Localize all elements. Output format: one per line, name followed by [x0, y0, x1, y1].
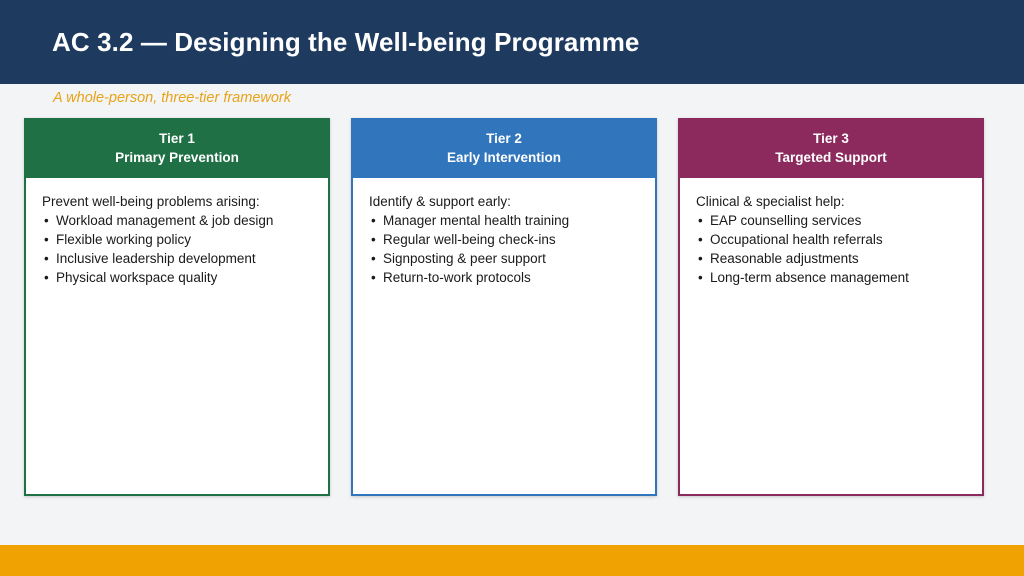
- tier-card-row: Tier 1 Primary Prevention Prevent well-b…: [24, 118, 984, 496]
- tier-card-2-lead: Identify & support early:: [369, 194, 511, 209]
- list-item: Flexible working policy: [42, 230, 314, 249]
- slide-title-bar: AC 3.2 — Designing the Well-being Progra…: [0, 0, 1024, 84]
- list-item: Signposting & peer support: [369, 249, 641, 268]
- tier-card-1-name: Primary Prevention: [115, 150, 239, 165]
- tier-card-3-tier-label: Tier 3: [813, 131, 849, 146]
- list-item: Inclusive leadership development: [42, 249, 314, 268]
- tier-card-3-body: Clinical & specialist help: EAP counsell…: [678, 178, 984, 496]
- list-item: Regular well-being check-ins: [369, 230, 641, 249]
- tier-card-1-list: Workload management & job design Flexibl…: [42, 211, 314, 287]
- tier-card-2-name: Early Intervention: [446, 150, 562, 165]
- list-item: EAP counselling services: [696, 211, 968, 230]
- tier-card-1-tier-label: Tier 1: [159, 131, 195, 146]
- tier-card-3-lead: Clinical & specialist help:: [696, 194, 845, 209]
- list-item: Reasonable adjustments: [696, 249, 968, 268]
- list-item: Occupational health referrals: [696, 230, 968, 249]
- tier-card-2-tier-label: Tier 2: [486, 131, 522, 146]
- tier-card-1-header: Tier 1 Primary Prevention: [24, 118, 330, 178]
- list-item: Workload management & job design: [42, 211, 314, 230]
- slide-title: AC 3.2 — Designing the Well-being Progra…: [52, 27, 640, 57]
- slide-subtitle: A whole-person, three-tier framework: [53, 90, 291, 106]
- tier-card-1: Tier 1 Primary Prevention Prevent well-b…: [24, 118, 330, 496]
- list-item: Long-term absence management: [696, 268, 968, 287]
- tier-card-1-lead: Prevent well-being problems arising:: [42, 194, 260, 209]
- tier-card-3-header: Tier 3 Targeted Support: [678, 118, 984, 178]
- bottom-accent-bar: [0, 545, 1024, 576]
- list-item: Return-to-work protocols: [369, 268, 641, 287]
- list-item: Physical workspace quality: [42, 268, 314, 287]
- tier-card-2: Tier 2 Early Intervention Identify & sup…: [351, 118, 657, 496]
- tier-card-3-list: EAP counselling services Occupational he…: [696, 211, 968, 287]
- tier-card-3: Tier 3 Targeted Support Clinical & speci…: [678, 118, 984, 496]
- tier-card-1-body: Prevent well-being problems arising: Wor…: [24, 178, 330, 496]
- tier-card-2-body: Identify & support early: Manager mental…: [351, 178, 657, 496]
- list-item: Manager mental health training: [369, 211, 641, 230]
- tier-card-2-header: Tier 2 Early Intervention: [351, 118, 657, 178]
- tier-card-3-name: Targeted Support: [775, 150, 887, 165]
- tier-card-2-list: Manager mental health training Regular w…: [369, 211, 641, 287]
